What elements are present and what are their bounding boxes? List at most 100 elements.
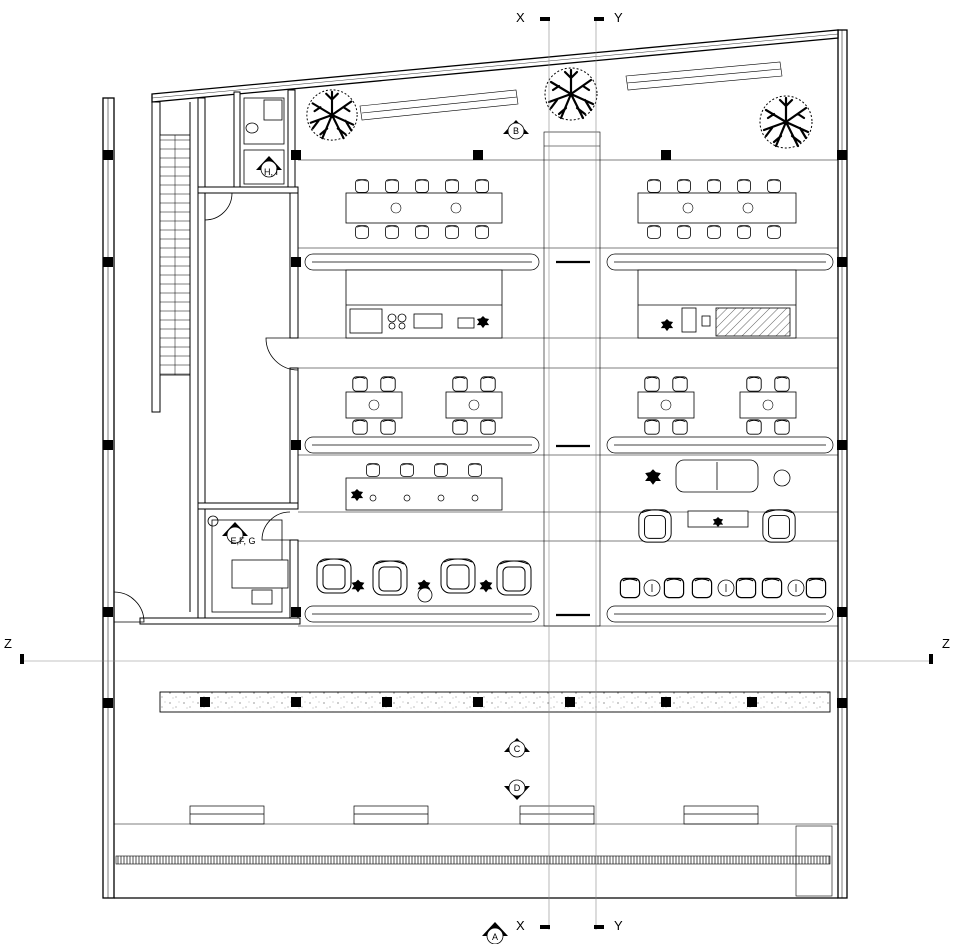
dining-chair (737, 179, 751, 193)
bar-counter (345, 463, 503, 511)
kitchen-right (637, 269, 797, 339)
door-swings (113, 192, 299, 623)
dining-chair (415, 179, 429, 193)
view-marker-efg-label: E,F, G (230, 536, 255, 546)
view-marker-a: A (482, 922, 508, 944)
structural-column (837, 440, 847, 450)
table-chair (774, 419, 790, 435)
structural-column (837, 150, 847, 160)
section-z-label-right: Z (942, 636, 950, 651)
table-chair (644, 419, 660, 435)
four-seat-tables (345, 376, 797, 435)
structural-column (103, 440, 113, 450)
dining-chair (355, 225, 369, 239)
top-exterior-wall (151, 29, 839, 103)
beam-column (747, 697, 757, 707)
dining-chair (445, 225, 459, 239)
kitchen-left (345, 269, 503, 339)
table-chair (352, 376, 368, 392)
cafe-seating-right (619, 577, 827, 599)
table-chair (746, 419, 762, 435)
beam-column (200, 697, 210, 707)
beam-columns (200, 697, 757, 707)
table-chair (672, 419, 688, 435)
central-corridor (543, 131, 601, 627)
table-chair (644, 376, 660, 392)
bar-stool-base (471, 494, 479, 502)
section-y-label-top: Y (614, 10, 623, 25)
section-z-label-left: Z (4, 636, 12, 651)
right-exterior-wall (837, 29, 848, 899)
view-marker-c-label: C (514, 744, 521, 754)
cafe-chair (691, 577, 713, 599)
beam-column (382, 697, 392, 707)
view-marker-b: B (503, 120, 529, 140)
planter-rails (304, 253, 834, 623)
structural-column (661, 150, 671, 160)
bar-stool-base (369, 494, 377, 502)
view-marker-c: C (504, 738, 530, 758)
dining-chair (767, 225, 781, 239)
left-exterior-wall (102, 97, 115, 899)
small-table (637, 391, 695, 419)
structural-column (473, 150, 483, 160)
table-center (762, 399, 774, 411)
view-marker-a-label: A (492, 932, 498, 942)
structural-column (103, 257, 113, 267)
table-center (660, 399, 672, 411)
dining-chair (647, 225, 661, 239)
dining-chair (677, 179, 691, 193)
dining-table-left (345, 192, 503, 224)
section-x-label-bottom: X (516, 918, 525, 933)
section-x-label-top: X (516, 10, 525, 25)
dining-chair (385, 225, 399, 239)
structural-column (837, 607, 847, 617)
section-line-x: X X (516, 10, 550, 933)
bar-stool (434, 463, 448, 477)
skylights (359, 61, 783, 121)
view-marker-d-label: D (514, 783, 521, 793)
dining-chair (677, 225, 691, 239)
structural-column (103, 607, 113, 617)
corner-box (795, 825, 833, 897)
beam-column (473, 697, 483, 707)
dining-chair (415, 225, 429, 239)
cafe-chair (663, 577, 685, 599)
table-chair (480, 419, 496, 435)
table-chair (480, 376, 496, 392)
structural-column (837, 698, 847, 708)
bar-stool (366, 463, 380, 477)
table-center (368, 399, 380, 411)
dining-chair (767, 179, 781, 193)
view-marker-hi-label: H, I (264, 167, 278, 177)
cafe-chair (761, 577, 783, 599)
cafe-chair (619, 577, 641, 599)
office-room (207, 515, 289, 613)
view-marker-efg: E,F, G (222, 522, 256, 546)
dining-chair (707, 179, 721, 193)
structural-column (837, 257, 847, 267)
structural-column (291, 607, 301, 617)
table-chair (452, 419, 468, 435)
dining-chair (445, 179, 459, 193)
structural-column (291, 440, 301, 450)
concrete-beam (159, 691, 831, 713)
section-line-z: Z Z (4, 636, 950, 664)
lounge-right (638, 459, 796, 543)
table-chair (672, 376, 688, 392)
beam-column (661, 697, 671, 707)
section-y-label-bottom: Y (614, 918, 623, 933)
dining-chair (737, 225, 751, 239)
dining-chair (707, 225, 721, 239)
view-marker-hi: H, I (256, 156, 282, 178)
bathroom-top (243, 97, 285, 185)
bar-stool (400, 463, 414, 477)
view-marker-d: D (504, 779, 530, 800)
bar-stool (468, 463, 482, 477)
dining-chair (475, 225, 489, 239)
beam-column (565, 697, 575, 707)
table-chair (380, 376, 396, 392)
bar-stool-base (403, 494, 411, 502)
table-chair (746, 376, 762, 392)
